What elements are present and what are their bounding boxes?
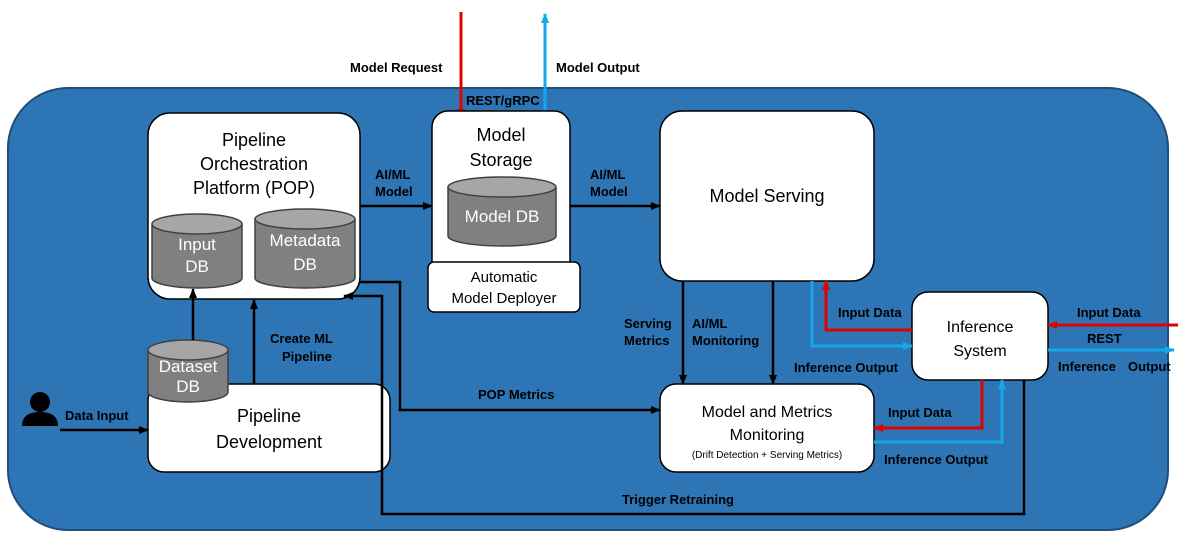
monitoring-title-line1: Model and Metrics [702, 404, 833, 421]
inference-output-ext-line1: Inference [1058, 359, 1116, 374]
dataset-db-label-line2: DB [176, 377, 200, 396]
rest-label: REST [1087, 331, 1122, 346]
dev-title-line2: Development [216, 432, 322, 452]
create-ml-line2: Pipeline [282, 349, 332, 364]
input-data-ext-label: Input Data [1077, 305, 1141, 320]
inference-output-serving-label: Inference Output [794, 360, 899, 375]
model-db: Model DB [447, 176, 557, 247]
deployer-line2: Model Deployer [451, 290, 556, 307]
pop-metrics-label: POP Metrics [478, 387, 554, 402]
input-db-label-line2: DB [185, 257, 209, 276]
aiml-model-1-line2: Model [375, 184, 413, 199]
pop-title-line2: Orchestration [200, 154, 308, 174]
model-deployer-box [427, 261, 581, 313]
aiml-model-2-line1: AI/ML [590, 167, 625, 182]
pop-title-line3: Platform (POP) [193, 178, 315, 198]
aiml-model-2-line2: Model [590, 184, 628, 199]
dataset-db-label-line1: Dataset [159, 357, 218, 376]
model-db-label: Model DB [465, 207, 540, 226]
storage-title-line2: Storage [469, 150, 532, 170]
inference-title-line1: Inference [947, 319, 1014, 336]
user-icon [22, 392, 58, 426]
inference-output-monitoring-label: Inference Output [884, 452, 989, 467]
input-db-label-line1: Input [178, 235, 216, 254]
storage-title-line1: Model [476, 125, 525, 145]
input-data-to-monitoring-arrow [873, 380, 984, 432]
trigger-retraining-arrow [343, 292, 1026, 516]
inference-output-to-inference-arrow [874, 379, 1006, 444]
model-output-label: Model Output [556, 60, 640, 75]
metadata-db: Metadata DB [254, 208, 356, 289]
inference-output-ext-line2: Output [1128, 359, 1171, 374]
metadata-db-label-line2: DB [293, 255, 317, 274]
serving-metrics-line1: Serving [624, 316, 672, 331]
pop-title-line1: Pipeline [222, 130, 286, 150]
serving-title: Model Serving [709, 186, 824, 206]
trigger-retraining-label: Trigger Retraining [622, 492, 734, 507]
pop-metrics-arrow [360, 280, 661, 414]
aiml-model-1-line1: AI/ML [375, 167, 410, 182]
dev-title-line1: Pipeline [237, 406, 301, 426]
inference-output-from-serving-arrow [810, 281, 913, 350]
model-request-label: Model Request [350, 60, 443, 75]
input-data-serving-label: Input Data [838, 305, 902, 320]
aiml-monitoring-line2: Monitoring [692, 333, 759, 348]
model-serving-box [659, 110, 875, 282]
create-ml-line1: Create ML [270, 331, 333, 346]
inference-title-line2: System [953, 343, 1006, 360]
aiml-monitoring-line1: AI/ML [692, 316, 727, 331]
serving-metrics-line2: Metrics [624, 333, 670, 348]
deployer-line1: Automatic [471, 269, 538, 286]
data-input-label: Data Input [65, 408, 129, 423]
input-data-monitoring-label: Input Data [888, 405, 952, 420]
input-db: Input DB [151, 213, 243, 289]
monitoring-title-line2: Monitoring [730, 427, 805, 444]
dataset-db: Dataset DB [147, 339, 229, 403]
inference-system-box [911, 291, 1049, 381]
metadata-db-label-line1: Metadata [270, 231, 341, 250]
rest-grpc-label: REST/gRPC [466, 93, 540, 108]
input-data-to-serving-arrow [822, 280, 912, 332]
monitoring-subtitle: (Drift Detection + Serving Metrics) [692, 450, 842, 461]
